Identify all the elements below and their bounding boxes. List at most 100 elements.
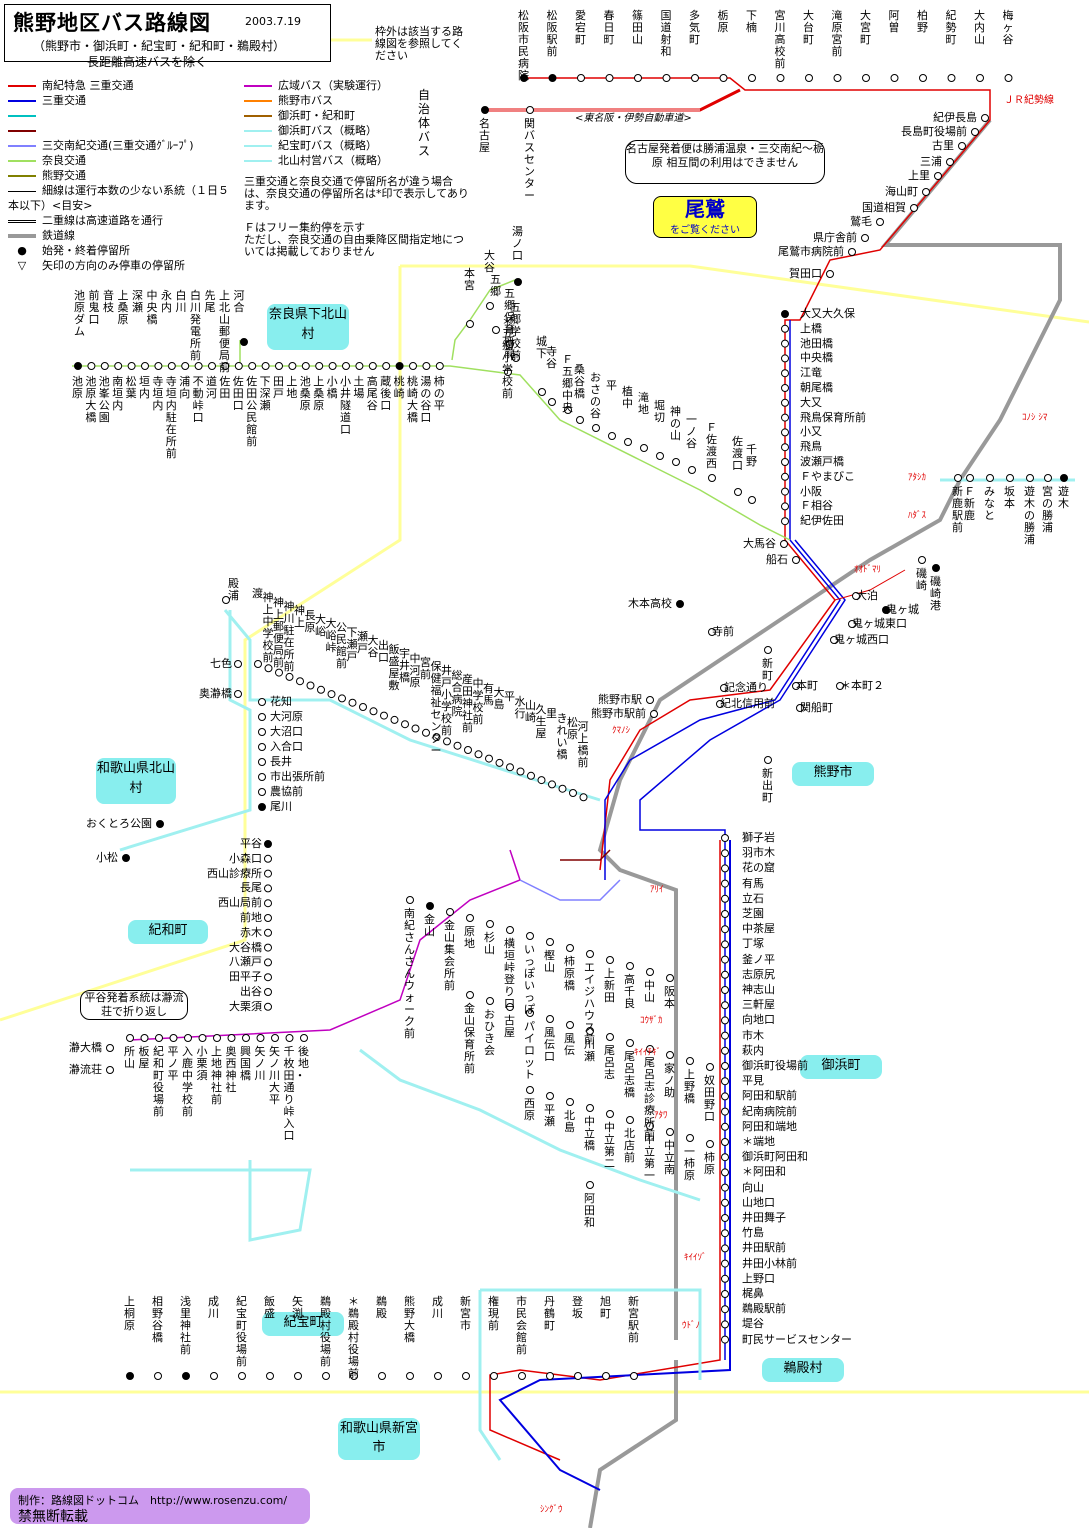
- rail-station-label: ｵｵﾄﾞﾏﾘ: [854, 564, 881, 575]
- stop-label: 佐渡口: [732, 435, 743, 472]
- stop-label: 小井隧道口: [340, 375, 351, 436]
- bus-stop: [141, 362, 149, 370]
- legend-swatch: [8, 145, 36, 147]
- legend-swatch: [8, 175, 36, 177]
- stop-label: 農協前: [270, 785, 303, 798]
- stop-label: 市民会館前: [516, 1295, 527, 1356]
- stop-label: 鬼ヶ城: [886, 603, 919, 616]
- bus-stop: [918, 556, 926, 564]
- stop-label: 竹島: [742, 1226, 764, 1240]
- stop-label: みなと: [984, 485, 995, 522]
- bus-stop: [721, 1290, 729, 1298]
- stop-label: 磯崎港: [930, 575, 941, 612]
- bus-stop: [328, 362, 337, 370]
- bus-stop: [721, 1183, 729, 1192]
- route-line: [72, 365, 791, 541]
- rail-station-label: ｷｲｲﾁｷﾞ: [634, 1047, 661, 1058]
- map-title: 熊野地区バス路線図: [13, 11, 211, 35]
- stop-label: 北店前: [624, 1127, 635, 1164]
- stop-label: 大馬谷: [743, 537, 776, 550]
- stop-label: 中山: [644, 979, 655, 1004]
- stop-label: 白川: [175, 289, 187, 314]
- stop-label: 桑谷橋: [574, 363, 585, 400]
- bus-stop: [443, 737, 451, 746]
- rail-station-label: ｷｲｲｿﾞ: [684, 1252, 707, 1263]
- terminal-stop: [548, 74, 557, 82]
- stop-label: 栃原: [717, 9, 729, 34]
- stop-label: 新鹿駅前: [952, 485, 963, 534]
- stop-label: 下楠: [746, 9, 757, 34]
- bus-stop: [579, 793, 588, 802]
- stop-label: 有馬: [483, 681, 494, 707]
- bus-stop: [781, 487, 789, 496]
- terminal-stop: [520, 74, 528, 82]
- bus-stop: [140, 1034, 149, 1042]
- bus-stop: [275, 668, 283, 677]
- stop-label: おくとろ公園: [86, 817, 152, 830]
- stop-label: 垣内: [139, 375, 150, 400]
- stop-label: 川瀬: [584, 1038, 595, 1063]
- bus-stop: [434, 1372, 442, 1380]
- stop-label: 新宮市: [460, 1295, 471, 1332]
- stop-label: 奥瀞橋: [199, 687, 232, 700]
- stop-label: 寺垣内駐在所前: [165, 375, 177, 460]
- stop-label: 桃崎: [393, 375, 405, 400]
- stop-label: 興国橋: [240, 1045, 251, 1082]
- bus-stop: [721, 1107, 729, 1116]
- rail-station-label: ｱﾀﾜ: [654, 1110, 668, 1121]
- title-box: 熊野地区バス路線図 2003.7.19 （熊野市・御浜町・紀宝町・紀和町・鵜殿村…: [4, 4, 331, 69]
- legend-item: ●始発・終着停留所: [8, 243, 238, 258]
- owase-link-box[interactable]: 尾鷲 をご覧ください: [653, 196, 757, 238]
- stop-label: 矢渕: [292, 1295, 303, 1320]
- bus-stop: [264, 928, 272, 937]
- stop-label: 山地口: [742, 1195, 775, 1209]
- legend-item: 奈良交通: [8, 153, 238, 168]
- bus-stop: [781, 413, 789, 422]
- stop-label: 釜ノ平: [742, 952, 775, 966]
- stop-label: 長原: [304, 608, 316, 634]
- bus-stop: [238, 1372, 246, 1380]
- stop-label: 南垣内: [112, 375, 124, 412]
- bus-stop: [464, 746, 472, 754]
- bus-stop: [721, 1153, 729, 1162]
- rail-station-label: ｺｳｻﾞｶ: [640, 1015, 663, 1026]
- bus-stop: [721, 1001, 729, 1010]
- stop-label: 柏野: [917, 9, 928, 34]
- stop-label: 熊野市駅: [598, 693, 642, 706]
- bus-stop: [495, 758, 504, 767]
- area-label-shingu: 和歌山県新宮市: [338, 1418, 420, 1460]
- stop-label: 磯崎: [916, 567, 927, 592]
- bus-stop: [261, 362, 270, 370]
- stop-label: 立石: [742, 891, 764, 905]
- bus-stop: [254, 660, 262, 668]
- stop-label: 佐田: [219, 375, 231, 400]
- bus-stop: [285, 1034, 294, 1042]
- area-label-kitayama: 和歌山県北山村: [96, 758, 176, 804]
- bus-stop: [506, 926, 514, 934]
- bus-stop: [830, 636, 838, 644]
- bus-stop: [275, 362, 283, 370]
- stop-label: 上北山郵便局前: [219, 289, 230, 374]
- stop-label: おひき会: [484, 1008, 495, 1057]
- stop-label: 江竜: [800, 366, 822, 380]
- bus-stop: [558, 784, 567, 793]
- bus-stop: [154, 362, 163, 370]
- stop-label: 紀勢町: [945, 9, 957, 46]
- bus-stop: [721, 1062, 729, 1070]
- stop-label: 中央橋: [800, 351, 833, 365]
- bus-stop: [708, 474, 716, 482]
- stop-label: 大泊: [856, 589, 878, 602]
- stop-label: 五郷: [490, 273, 501, 298]
- stop-label: 松阪駅前: [546, 9, 558, 58]
- stop-label: 山崎: [525, 698, 536, 724]
- area-label-mihama: 御浜町: [800, 1055, 882, 1079]
- stop-label: 阿田和: [584, 1192, 595, 1229]
- bus-stop: [242, 1034, 250, 1042]
- bus-stop: [781, 369, 789, 378]
- stop-label: 堤谷: [742, 1317, 764, 1331]
- bus-stop: [446, 908, 454, 916]
- bus-stop: [296, 677, 304, 686]
- route-line: [834, 569, 906, 601]
- stop-label: 尾鷲市病院前: [778, 245, 844, 258]
- bus-stop: [288, 362, 297, 370]
